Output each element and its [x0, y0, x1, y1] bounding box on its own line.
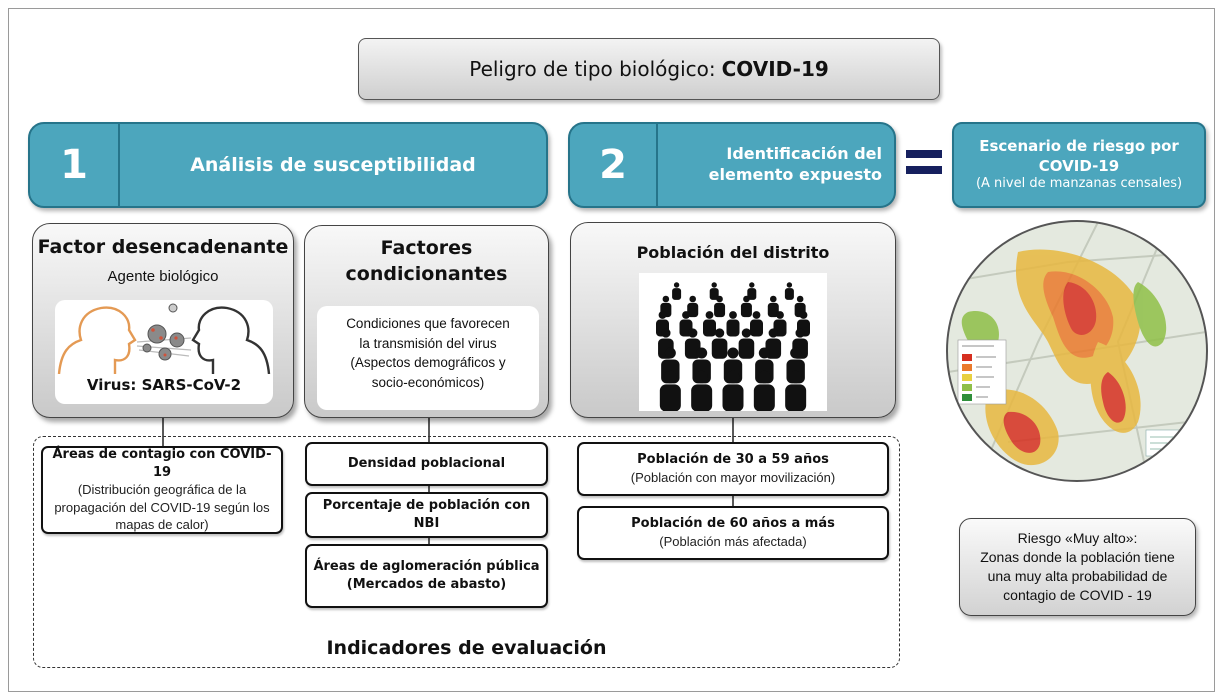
person-icon: [722, 370, 744, 412]
scenario-line3: (A nivel de manzanas censales): [975, 176, 1183, 192]
indicator-desc-line: propagación del COVID-19 según los: [54, 499, 270, 515]
population-title: Población del distrito: [636, 243, 830, 262]
conditioning-desc-line: Condiciones que favorecen: [346, 316, 510, 331]
conditioning-desc-line: (Aspectos demográficos y: [350, 355, 506, 371]
risk-definition-card: Riesgo «Muy alto»: Zonas donde la poblac…: [959, 518, 1196, 616]
step-1-label: Análisis de susceptibilidad: [190, 153, 476, 176]
indicator-contagion-areas: Áreas de contagio con COVID-19 (Distribu…: [41, 446, 283, 534]
person-icon: [747, 282, 757, 300]
page-title: Peligro de tipo biológico: COVID-19: [358, 38, 940, 100]
person-icon: [750, 311, 763, 337]
indicator-title: Áreas de contagio con COVID-19: [52, 447, 272, 480]
step-2-label-line2: elemento expuesto: [708, 165, 882, 184]
indicator-population-60-plus: Población de 60 años a más (Población má…: [577, 506, 889, 560]
virus-label: Virus: SARS-CoV-2: [86, 376, 242, 394]
trigger-title: Factor desencadenante: [37, 236, 289, 258]
person-icon: [709, 282, 719, 300]
heat-map-image: [948, 222, 1206, 480]
crowd-icon: [656, 282, 810, 412]
step-2-number: 2: [570, 124, 658, 206]
step-2-header: 2 Identificación del elemento expuesto: [568, 122, 896, 208]
indicator-desc: (Mercados de abasto): [346, 577, 507, 592]
person-icon: [767, 295, 779, 318]
scenario-line2: COVID-19: [1038, 156, 1120, 175]
person-icon: [672, 282, 682, 300]
equals-icon: [906, 150, 942, 178]
trigger-subtitle: Agente biológico: [107, 268, 219, 285]
indicator-public-crowds: Áreas de aglomeración pública (Mercados …: [305, 544, 548, 608]
person-icon: [785, 370, 807, 412]
indicator-desc: (Población con mayor movilización): [630, 470, 836, 485]
person-icon: [711, 328, 728, 359]
population-card: Población del distrito: [570, 222, 896, 418]
person-icon: [714, 295, 726, 318]
outer-frame: [8, 8, 1215, 692]
risk-desc-line: Zonas donde la población tiene: [980, 549, 1175, 566]
indicator-desc-line: mapas de calor): [115, 517, 209, 533]
scenario-line1: Escenario de riesgo por: [979, 137, 1179, 156]
person-icon: [687, 295, 699, 318]
virus-illustration: Virus: SARS-CoV-2: [55, 300, 273, 404]
step-2-label-line1: Identificación del: [726, 144, 882, 164]
indicator-population-30-59: Población de 30 a 59 años (Población con…: [577, 442, 889, 496]
indicator-title: Áreas de aglomeración pública: [313, 559, 540, 575]
title-prefix: Peligro de tipo biológico:: [469, 57, 716, 81]
indicators-region: [33, 436, 900, 668]
virus-transmission-icon: [57, 303, 271, 375]
conditioning-description: Condiciones que favorecen la transmisión…: [317, 306, 539, 410]
map-border: [946, 220, 1208, 482]
person-icon: [784, 282, 794, 300]
person-icon: [691, 370, 713, 412]
step-1-header: 1 Análisis de susceptibilidad: [28, 122, 548, 208]
risk-heat-map: [948, 222, 1206, 480]
indicator-population-density: Densidad poblacional: [305, 442, 548, 486]
conditioning-factors-card: Factores condicionantes Condiciones que …: [304, 225, 549, 418]
person-icon: [753, 370, 775, 412]
indicator-desc: (Población más afectada): [659, 534, 807, 549]
indicator-nbi-percentage: Porcentaje de población con NBI: [305, 492, 548, 538]
person-icon: [740, 295, 752, 318]
conditioning-title-line1: Factores: [380, 237, 473, 259]
conditioning-title-line2: condicionantes: [345, 262, 508, 285]
risk-desc-line: una muy alta probabilidad de: [987, 568, 1168, 584]
indicator-title: Población de 60 años a más: [631, 516, 835, 532]
person-icon: [659, 370, 681, 412]
indicator-desc-line: (Distribución geográfica de la: [77, 482, 247, 498]
person-icon: [726, 311, 740, 337]
risk-desc-line: contagio de COVID - 19: [1003, 586, 1152, 603]
risk-title: Riesgo «Muy alto»:: [1017, 530, 1138, 547]
indicator-title: Porcentaje de población con NBI: [322, 498, 531, 531]
step-1-number: 1: [30, 124, 120, 206]
indicators-label: Indicadores de evaluación: [326, 637, 607, 659]
person-icon: [738, 328, 755, 359]
scenario-header: Escenario de riesgo por COVID-19 (A nive…: [952, 122, 1206, 208]
indicator-title: Población de 30 a 59 años: [637, 452, 829, 468]
conditioning-desc-line: la transmisión del virus: [359, 335, 497, 351]
conditioning-desc-line: socio-económicos): [371, 374, 485, 390]
indicator-title: Densidad poblacional: [347, 456, 506, 472]
population-illustration: [639, 273, 827, 412]
person-icon: [703, 311, 716, 337]
title-bold: COVID-19: [721, 57, 829, 81]
trigger-factor-card: Factor desencadenante Agente biológico V…: [32, 223, 294, 418]
